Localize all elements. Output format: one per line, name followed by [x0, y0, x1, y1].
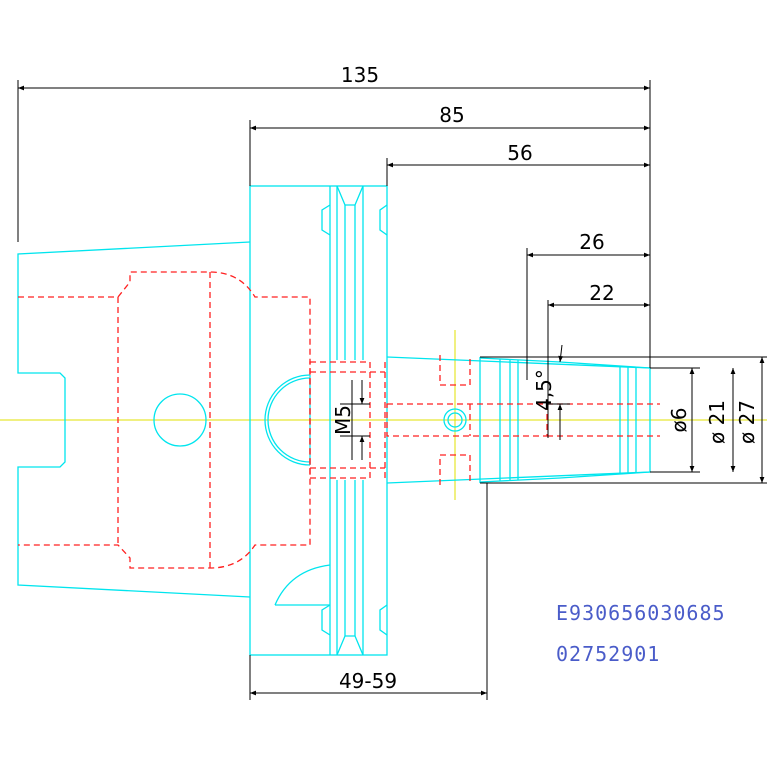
- hidden-lines: [18, 271, 660, 569]
- dim-nose-length: 26: [579, 230, 604, 254]
- dimension-labels: 135 85 56 26 22 49-59 M5 4,5° ø6 ø 21 ø …: [331, 63, 759, 693]
- dim-body-length: 56: [507, 141, 532, 165]
- dim-thread: M5: [331, 405, 355, 435]
- dimension-lines: [17, 80, 767, 700]
- order-number: 02752901: [556, 642, 660, 666]
- part-codes: E930656030685 02752901: [556, 601, 726, 666]
- dim-nose-diameter: ø 21: [705, 400, 729, 444]
- dim-flange-length: 85: [439, 103, 464, 127]
- dim-taper-length: 22: [589, 281, 614, 305]
- dim-outer-diameter: ø 27: [735, 400, 759, 444]
- part-code: E930656030685: [556, 601, 726, 625]
- dim-angle: 4,5°: [532, 369, 556, 411]
- dim-overall-length: 135: [341, 63, 379, 87]
- dim-bore-diameter: ø6: [667, 408, 691, 433]
- centerline: [0, 330, 767, 500]
- dim-adjust-range: 49-59: [339, 669, 397, 693]
